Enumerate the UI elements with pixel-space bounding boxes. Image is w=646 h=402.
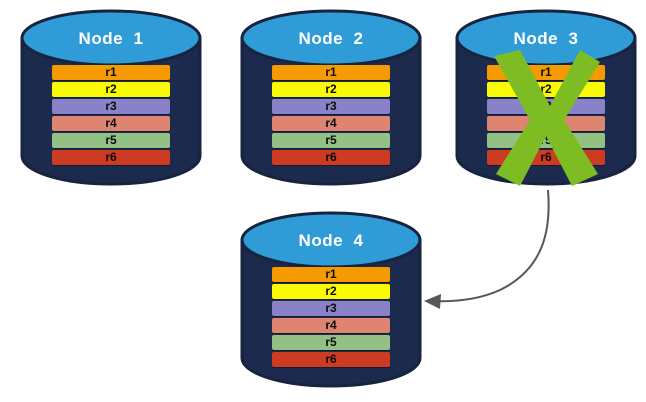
row-r3[interactable]: r3	[272, 301, 390, 316]
node-3-rows: r1 r2 r3 r4 r5 r6	[487, 65, 605, 165]
row-r4[interactable]: r4	[272, 116, 390, 131]
node-1-rows: r1 r2 r3 r4 r5 r6	[52, 65, 170, 165]
row-r5[interactable]: r5	[52, 133, 170, 148]
row-r1[interactable]: r1	[272, 267, 390, 282]
row-r1[interactable]: r1	[487, 65, 605, 80]
node-1[interactable]: Node 1 r1 r2 r3 r4 r5 r6	[20, 8, 202, 186]
node-2[interactable]: Node 2 r1 r2 r3 r4 r5 r6	[240, 8, 422, 186]
row-r3[interactable]: r3	[487, 99, 605, 114]
row-r5[interactable]: r5	[272, 335, 390, 350]
row-r6[interactable]: r6	[52, 150, 170, 165]
node-1-title: Node 1	[78, 29, 144, 48]
node-4-rows: r1 r2 r3 r4 r5 r6	[272, 267, 390, 367]
row-r2[interactable]: r2	[272, 82, 390, 97]
row-r1[interactable]: r1	[272, 65, 390, 80]
row-r5[interactable]: r5	[272, 133, 390, 148]
node-2-title: Node 2	[298, 29, 364, 48]
row-r4[interactable]: r4	[52, 116, 170, 131]
row-r6[interactable]: r6	[272, 352, 390, 367]
node-2-rows: r1 r2 r3 r4 r5 r6	[272, 65, 390, 165]
row-r4[interactable]: r4	[487, 116, 605, 131]
row-r6[interactable]: r6	[487, 150, 605, 165]
row-r3[interactable]: r3	[52, 99, 170, 114]
node-4[interactable]: Node 4 r1 r2 r3 r4 r5 r6	[240, 210, 422, 388]
row-r6[interactable]: r6	[272, 150, 390, 165]
node-3-title: Node 3	[513, 29, 579, 48]
row-r5[interactable]: r5	[487, 133, 605, 148]
row-r2[interactable]: r2	[52, 82, 170, 97]
node-3[interactable]: Node 3 r1 r2 r3 r4 r5 r6	[455, 8, 637, 186]
row-r2[interactable]: r2	[487, 82, 605, 97]
row-r3[interactable]: r3	[272, 99, 390, 114]
node-4-title: Node 4	[298, 231, 364, 250]
row-r1[interactable]: r1	[52, 65, 170, 80]
row-r2[interactable]: r2	[272, 284, 390, 299]
row-r4[interactable]: r4	[272, 318, 390, 333]
